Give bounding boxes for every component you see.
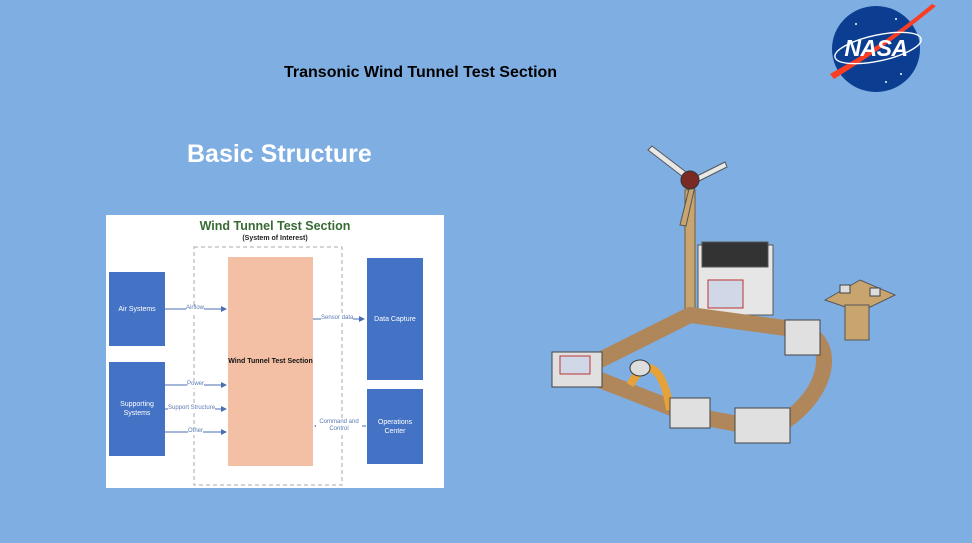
sensor-data-label: Sensor data — [321, 315, 354, 322]
airflow-label: Airflow — [186, 305, 205, 312]
data-capture-box: Data Capture — [367, 258, 423, 380]
power-label: Power — [187, 381, 205, 388]
system-diagram: Wind Tunnel Test Section (System of Inte… — [106, 215, 444, 488]
nasa-logo-text: NASA — [844, 35, 908, 61]
diagram-subtitle: (System of Interest) — [242, 235, 308, 242]
wind-tunnel-model-icon — [540, 140, 972, 470]
section-title: Basic Structure — [187, 140, 372, 168]
support-structure-label: Support Structure — [168, 405, 216, 412]
system-boundary — [193, 246, 343, 486]
slide-title: Transonic Wind Tunnel Test Section — [284, 64, 558, 81]
other-label: Other — [188, 428, 204, 435]
diagram-title: Wind Tunnel Test Section — [199, 219, 351, 233]
command-and-control-label: Command and Control — [316, 419, 362, 433]
nasa-logo-icon: NASA — [826, 4, 938, 94]
air-systems-box: Air Systems — [109, 272, 165, 346]
operations-center-box: Operations Center — [367, 389, 423, 464]
supporting-systems-box: Supporting Systems — [109, 362, 165, 456]
test-section-box: Wind Tunnel Test Section — [228, 257, 313, 466]
